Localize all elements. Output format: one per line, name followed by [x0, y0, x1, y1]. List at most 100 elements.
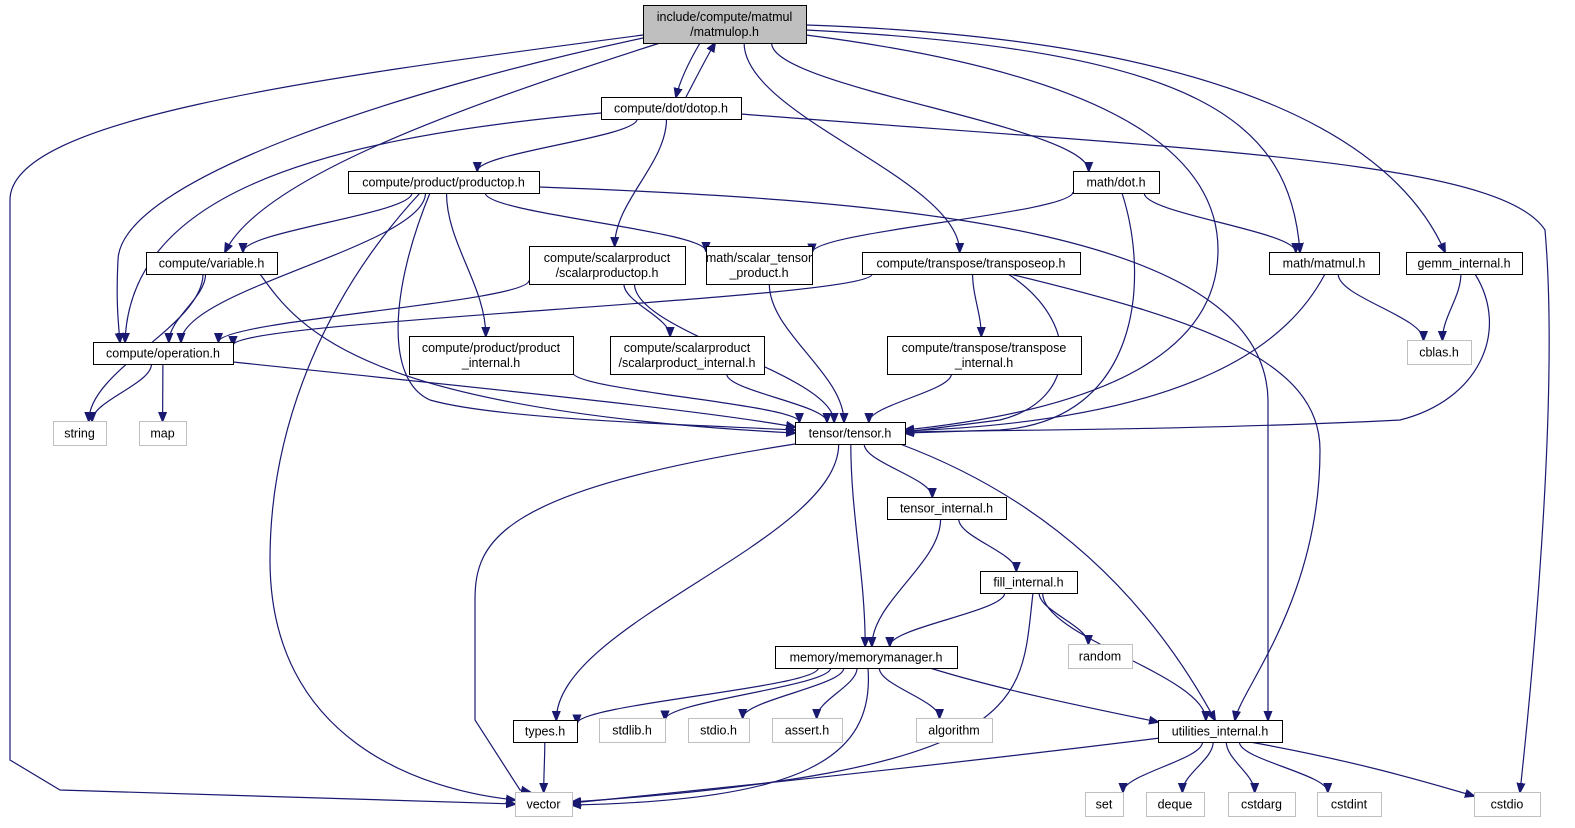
edge-dotop-to-operation [125, 112, 602, 342]
nodes: include/compute/matmul/matmulop.h compute… [53, 5, 1541, 817]
node-box [409, 336, 574, 375]
edge-memorymanager-to-stdlib [665, 667, 832, 720]
node-tensorinternal[interactable]: tensor_internal.h [887, 497, 1007, 520]
edge-productop-to-scalartensor [484, 192, 706, 251]
node-gemm[interactable]: gemm_internal.h [1406, 252, 1523, 275]
node-label: compute/transpose/transpose [902, 341, 1067, 355]
node-algorithm: algorithm [916, 718, 993, 743]
node-map: map [139, 421, 187, 446]
node-transposeop[interactable]: compute/transpose/transposeop.h [862, 252, 1081, 275]
node-label: math/matmul.h [1283, 257, 1366, 271]
edge-memorymanager-to-utilities [929, 667, 1158, 722]
edge-productop-to-variable [243, 192, 413, 252]
node-box [1474, 792, 1541, 817]
node-label: stdio.h [700, 724, 737, 738]
edge-productop-to-vector [269, 192, 515, 800]
node-box [610, 336, 765, 375]
node-label: /scalarproductop.h [556, 266, 659, 280]
node-utilities[interactable]: utilities_internal.h [1158, 720, 1283, 743]
node-scalarproductinternal[interactable]: compute/scalarproduct/scalarproduct_inte… [610, 336, 765, 375]
node-productop[interactable]: compute/product/productop.h [348, 171, 540, 194]
node-matmulop[interactable]: include/compute/matmul/matmulop.h [643, 5, 807, 44]
node-tensor[interactable]: tensor/tensor.h [795, 422, 906, 445]
node-label: compute/dot/dotop.h [614, 102, 728, 116]
edge-operation-to-string [92, 363, 153, 421]
edge-productop-to-operation [181, 192, 427, 342]
node-box [1317, 792, 1382, 817]
node-label: stdlib.h [612, 724, 652, 738]
node-scalarproductop[interactable]: compute/scalarproduct/scalarproductop.h [529, 246, 686, 285]
node-box [1068, 644, 1133, 669]
edges [9, 24, 1550, 805]
node-deque: deque [1146, 792, 1205, 817]
node-box [1158, 720, 1283, 743]
node-label: gemm_internal.h [1417, 257, 1510, 271]
edge-utilities-to-cstdint [1238, 741, 1327, 792]
edge-mathmatmul-to-cblas [1337, 273, 1423, 340]
node-box [980, 571, 1078, 594]
node-string: string [53, 421, 107, 446]
node-mathdot[interactable]: math/dot.h [1073, 171, 1160, 194]
edge-transposeop-to-transposeinternal [972, 273, 982, 336]
node-box [916, 718, 993, 743]
edge-mathdot-to-mathmatmul [1143, 192, 1296, 252]
node-label: tensor_internal.h [900, 502, 993, 516]
node-cstdint: cstdint [1317, 792, 1382, 817]
node-box [348, 171, 540, 194]
node-label: /matmulop.h [690, 25, 759, 39]
edge-types-to-vector [544, 741, 545, 792]
node-memorymanager[interactable]: memory/memorymanager.h [775, 646, 958, 669]
node-operation[interactable]: compute/operation.h [93, 342, 234, 365]
node-variable[interactable]: compute/variable.h [146, 252, 278, 275]
node-box [772, 718, 843, 743]
node-random: random [1068, 644, 1133, 669]
edge-dotop-to-cstdio [740, 113, 1550, 792]
node-label: types.h [525, 725, 565, 739]
node-productinternal[interactable]: compute/product/product_internal.h [409, 336, 574, 375]
edge-gemm-to-cblas [1442, 273, 1462, 340]
node-dotop[interactable]: compute/dot/dotop.h [601, 97, 742, 120]
edge-mathdot-to-tensor [905, 192, 1136, 433]
node-mathmatmul[interactable]: math/matmul.h [1269, 252, 1380, 275]
node-box [688, 718, 750, 743]
edge-matmulop-to-transposeop [743, 42, 960, 252]
node-box [53, 421, 107, 446]
node-box [795, 422, 906, 445]
node-transposeinternal[interactable]: compute/transpose/transpose_internal.h [887, 336, 1082, 375]
node-vector: vector [515, 792, 573, 817]
edge-memorymanager-to-assert [817, 667, 858, 718]
edge-productop-to-tensor [397, 192, 795, 430]
edge-utilities-to-set [1123, 741, 1204, 792]
node-box [139, 421, 187, 446]
node-label: math/dot.h [1086, 176, 1145, 190]
node-fillinternal[interactable]: fill_internal.h [980, 571, 1078, 594]
node-label: include/compute/matmul [657, 10, 792, 24]
node-label: math/scalar_tensor [706, 251, 812, 265]
node-scalartensor[interactable]: math/scalar_tensor_product.h [706, 246, 813, 285]
node-types[interactable]: types.h [513, 720, 578, 743]
edge-scalarproductinternal-to-tensor [726, 373, 827, 422]
node-cstdarg: cstdarg [1228, 792, 1296, 817]
edge-variable-to-operation [169, 273, 207, 342]
node-label: map [150, 427, 174, 441]
edge-tensor-to-vector [474, 443, 796, 792]
edge-fillinternal-to-memorymanager [890, 592, 1006, 646]
node-label: cblas.h [1419, 346, 1459, 360]
edge-utilities-to-deque [1182, 741, 1214, 792]
edge-tensor-to-tensorinternal [863, 443, 932, 497]
node-stdlib: stdlib.h [599, 718, 666, 743]
node-label: vector [526, 798, 560, 812]
node-label: tensor/tensor.h [809, 427, 892, 441]
node-box [1406, 252, 1523, 275]
edge-memorymanager-to-algorithm [878, 667, 939, 718]
edge-scalarproductop-to-operation [219, 280, 530, 343]
edge-tensor-to-memorymanager [850, 443, 865, 646]
node-label: _product.h [728, 266, 788, 280]
edge-dotop-to-matmulop [685, 43, 715, 98]
node-label: compute/transpose/transposeop.h [876, 257, 1065, 271]
node-label: utilities_internal.h [1172, 725, 1269, 739]
node-box [1407, 340, 1472, 365]
edge-mathmatmul-to-tensor [905, 273, 1326, 431]
edge-matmulop-to-mathmatmul [805, 29, 1300, 252]
